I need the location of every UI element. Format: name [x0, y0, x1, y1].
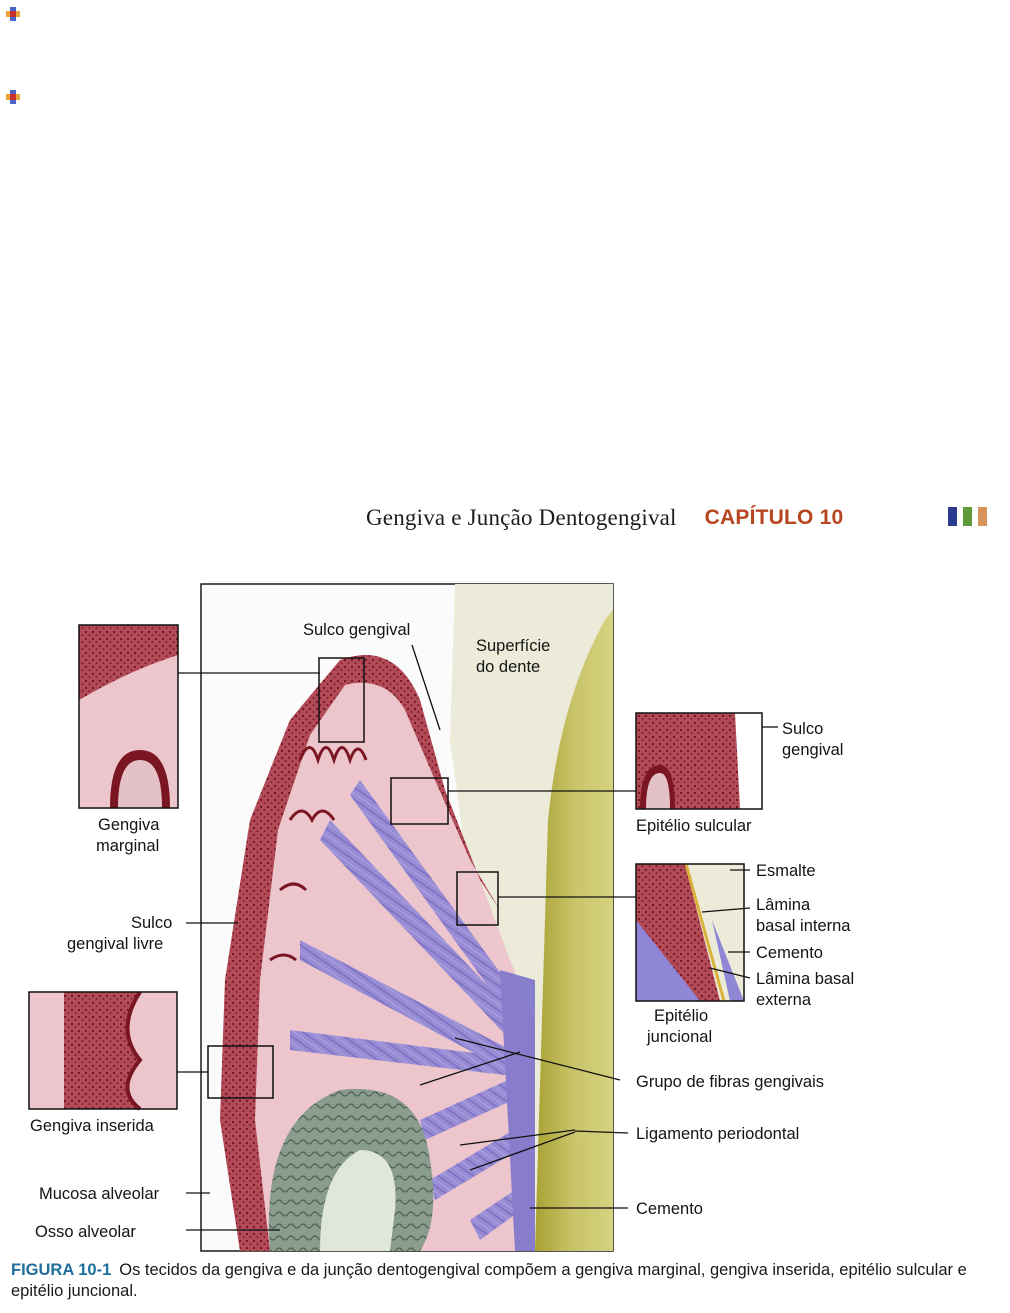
running-header: Gengiva e Junção Dentogengival CAPÍTULO … [366, 500, 843, 536]
label-epitelio-sulcular: Epitélio sulcular [636, 817, 752, 835]
label-epitelio-juncional-2: juncional [646, 1028, 712, 1046]
cementum [535, 610, 613, 1251]
puzzle-icon [6, 7, 20, 21]
book-title: Gengiva e Junção Dentogengival [366, 505, 677, 530]
label-gengiva-marginal-2: marginal [96, 837, 159, 855]
label-sulco-right-2: gengival [782, 741, 843, 759]
main-illustration [207, 584, 613, 1251]
label-sulco-livre-2: gengival livre [67, 935, 163, 953]
puzzle-icon [6, 90, 20, 104]
leader-lines [177, 644, 778, 1231]
gingival-fibers [290, 780, 535, 1251]
label-lamina-externa: Lâmina basal [756, 970, 854, 988]
inset-gengiva-marginal [78, 624, 179, 809]
zoom-box-marginal [318, 657, 365, 743]
bar-blue [948, 507, 957, 526]
label-sulco-livre: Sulco [131, 914, 172, 932]
label-lamina-interna: Lâmina [756, 896, 811, 914]
label-ligamento: Ligamento periodontal [636, 1125, 799, 1143]
label-cemento: Cemento [636, 1200, 703, 1218]
label-osso-alveolar: Osso alveolar [35, 1223, 136, 1241]
inset-gengiva-inserida [28, 990, 178, 1111]
caption-text: Os tecidos da gengiva e da junção dentog… [11, 1261, 967, 1300]
label-grupo-fibras: Grupo de fibras gengivais [636, 1073, 824, 1091]
label-epitelio-juncional: Epitélio [654, 1007, 708, 1025]
gingiva-diagram: Sulco gengival Superfície do dente Gengi… [28, 583, 854, 1252]
label-cemento-inset: Cemento [756, 944, 823, 962]
gingival-epithelium [220, 655, 500, 1251]
label-lamina-interna-2: basal interna [756, 917, 851, 935]
color-bars [948, 507, 987, 526]
chapter-label: CAPÍTULO 10 [704, 506, 844, 529]
bar-green [963, 507, 972, 526]
label-esmalte: Esmalte [756, 862, 816, 880]
connective-tissue [220, 655, 535, 1251]
label-sulco-right: Sulco [782, 720, 823, 738]
inset-epitelio-juncional [635, 863, 745, 1002]
zoom-box-junctional [456, 871, 499, 926]
label-lamina-externa-2: externa [756, 991, 812, 1009]
bar-orange [978, 507, 987, 526]
label-superficie-2: do dente [476, 658, 540, 676]
label-gengiva-marginal: Gengiva [98, 816, 160, 834]
label-gengiva-inserida: Gengiva inserida [30, 1117, 155, 1135]
inset-epitelio-sulcular [635, 712, 763, 810]
label-sulco-gengival: Sulco gengival [303, 621, 410, 639]
zoom-box-sulcular [390, 777, 449, 825]
label-superficie: Superfície [476, 637, 550, 655]
bone-marrow [320, 1150, 396, 1251]
label-mucosa-alveolar: Mucosa alveolar [39, 1185, 160, 1203]
figure-number: FIGURA 10-1 [11, 1261, 112, 1279]
